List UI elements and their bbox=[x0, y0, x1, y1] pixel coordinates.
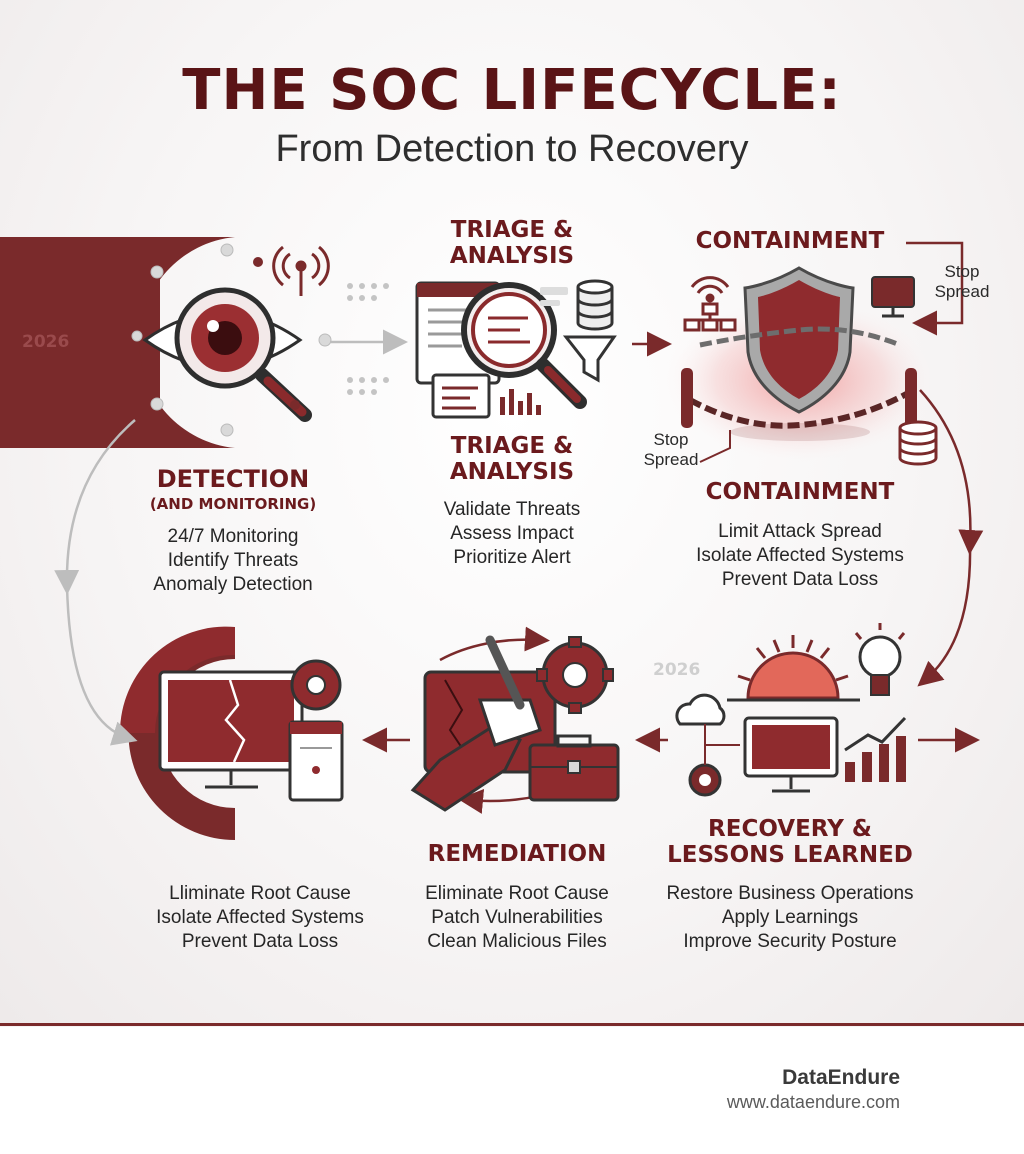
stop-spread-note-right: Stop Spread bbox=[934, 262, 990, 301]
detection-subtitle: (AND MONITORING) bbox=[149, 495, 317, 513]
funnel-icon bbox=[562, 335, 617, 383]
containment-points: Limit Attack Spread Isolate Affected Sys… bbox=[660, 520, 940, 592]
server-icon bbox=[288, 720, 344, 802]
remediation-title: REMEDIATION bbox=[427, 841, 607, 867]
detection-sensor-dots bbox=[131, 243, 332, 437]
detection-points: 24/7 Monitoring Identify Threats Anomaly… bbox=[98, 525, 368, 597]
page-subtitle: From Detection to Recovery bbox=[275, 128, 749, 170]
list-item: Patch Vulnerabilities bbox=[431, 907, 603, 928]
lightbulb-icon bbox=[854, 623, 906, 696]
antenna-icon bbox=[272, 245, 330, 296]
computer-monitor-icon bbox=[743, 716, 839, 793]
toolbox-icon bbox=[528, 734, 620, 802]
growth-chart-icon bbox=[844, 716, 907, 782]
list-item: 24/7 Monitoring bbox=[167, 526, 299, 547]
background bbox=[0, 0, 1024, 1025]
wifi-icon bbox=[690, 276, 730, 303]
eradication-panel bbox=[119, 626, 235, 840]
chain-icon bbox=[688, 326, 912, 429]
list-item: Assess Impact bbox=[450, 523, 574, 544]
eradication-points: Lliminate Root Cause Isolate Affected Sy… bbox=[120, 882, 400, 954]
triage-title: TRIAGE & ANALYSIS bbox=[449, 433, 575, 485]
list-item: Prioritize Alert bbox=[453, 547, 571, 568]
to-eradication-arrow bbox=[65, 584, 138, 746]
list-item: Lliminate Root Cause bbox=[169, 883, 351, 904]
stop-spread-arrow-right bbox=[906, 241, 964, 336]
to-recovery-arrow bbox=[917, 544, 972, 687]
small-panel-icon bbox=[540, 287, 568, 306]
containment-title-top: CONTAINMENT bbox=[695, 228, 885, 254]
triage-points: Validate Threats Assess Impact Prioritiz… bbox=[392, 498, 632, 570]
barrier-posts bbox=[681, 368, 917, 428]
footer bbox=[0, 1027, 1024, 1154]
list-item: Improve Security Posture bbox=[683, 931, 897, 952]
brand-url[interactable]: www.dataendure.com bbox=[726, 1092, 900, 1112]
list-item: Isolate Affected Systems bbox=[156, 907, 364, 928]
wrench-hand-icon bbox=[410, 635, 542, 812]
cloud-icon bbox=[675, 693, 726, 726]
list-item: Eliminate Root Cause bbox=[425, 883, 609, 904]
recovery-title: RECOVERY & LESSONS LEARNED bbox=[667, 816, 913, 868]
list-item: Validate Threats bbox=[443, 499, 581, 520]
database-icon-right bbox=[898, 420, 938, 466]
triage-title-top: TRIAGE & ANALYSIS bbox=[449, 217, 575, 269]
magnifier-icon bbox=[461, 282, 587, 409]
list-item: Apply Learnings bbox=[721, 907, 859, 928]
network-icon bbox=[683, 302, 737, 332]
stop-spread-note-left: Stop Spread bbox=[643, 430, 699, 469]
detection-down-arrow bbox=[54, 419, 136, 595]
eye-magnifier-icon bbox=[142, 287, 312, 422]
shield-icon bbox=[743, 266, 855, 414]
list-item: Anomaly Detection bbox=[153, 574, 313, 595]
monitor-icon-small bbox=[871, 276, 915, 318]
list-item: Clean Malicious Files bbox=[427, 931, 607, 952]
brand-name: DataEndure bbox=[782, 1066, 900, 1089]
list-item: Identify Threats bbox=[167, 550, 299, 571]
list-item: Isolate Affected Systems bbox=[696, 545, 904, 566]
bar-chart-icon bbox=[500, 389, 541, 415]
lifecycle-graphics bbox=[0, 237, 984, 840]
gear-icon-recovery bbox=[688, 763, 722, 797]
containment-down-arrow bbox=[919, 389, 984, 555]
database-icon bbox=[576, 279, 614, 331]
brand-block: DataEndure www.dataendure.com bbox=[727, 1066, 900, 1113]
data-stream-dots bbox=[347, 283, 389, 395]
remediation-cycle-arrow-top bbox=[439, 626, 550, 662]
detection-title: DETECTION bbox=[156, 465, 310, 493]
year-mark-left: 2026 bbox=[22, 332, 70, 352]
stop-spread-arrow-left bbox=[699, 430, 731, 463]
detection-panel bbox=[0, 237, 235, 448]
footer-divider bbox=[0, 1023, 1024, 1026]
list-item: Prevent Data Loss bbox=[181, 931, 339, 952]
gear-icon-eradication bbox=[290, 659, 342, 711]
year-mark-right: 2026 bbox=[653, 660, 701, 680]
sunrise-icon bbox=[727, 635, 860, 702]
page-title: THE SOC LIFECYCLE: bbox=[182, 58, 842, 123]
list-item: Restore Business Operations bbox=[666, 883, 914, 904]
list-item: Limit Attack Spread bbox=[718, 521, 882, 542]
remediation-points: Eliminate Root Cause Patch Vulnerabiliti… bbox=[392, 882, 642, 954]
list-item: Prevent Data Loss bbox=[721, 569, 879, 590]
containment-title: CONTAINMENT bbox=[705, 479, 895, 505]
gear-icon-remediation bbox=[536, 636, 614, 714]
cracked-monitor-icon bbox=[158, 670, 304, 789]
recovery-points: Restore Business Operations Apply Learni… bbox=[650, 882, 930, 954]
